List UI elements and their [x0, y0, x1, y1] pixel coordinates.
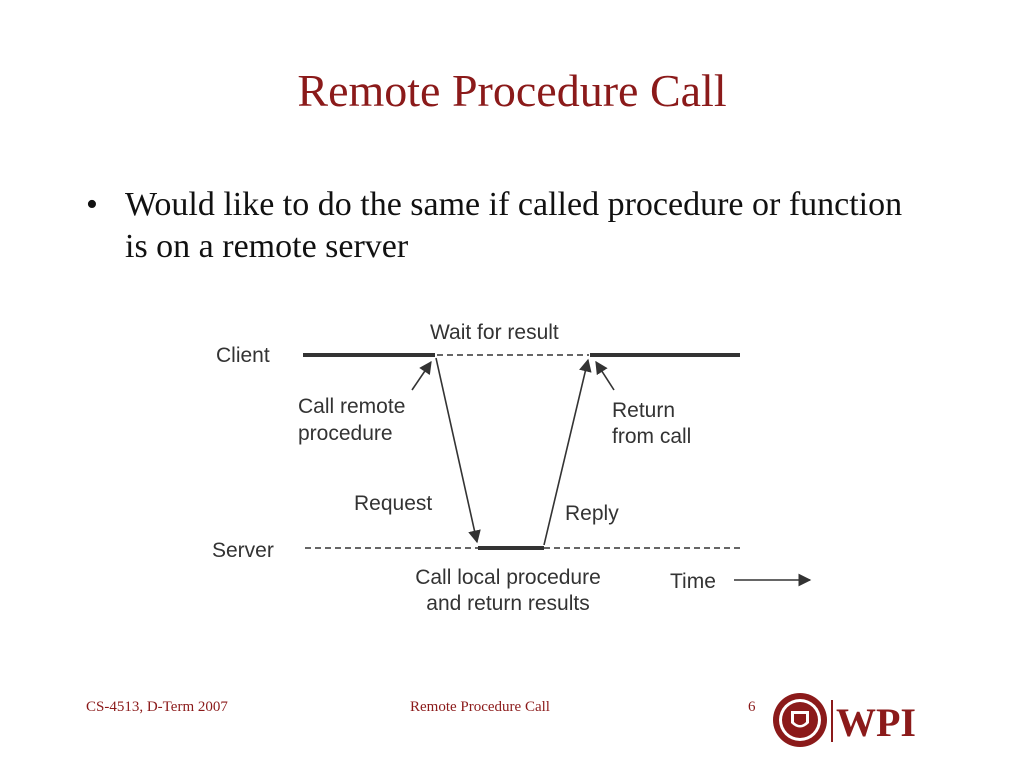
local-procedure-label-line2: and return results: [426, 592, 589, 615]
footer-page-number: 6: [748, 699, 756, 715]
wpi-wordmark: WPI: [836, 700, 916, 745]
local-procedure-label-line1: Call local procedure: [415, 566, 601, 589]
footer-course: CS-4513, D-Term 2007: [86, 699, 228, 715]
reply-label: Reply: [565, 502, 619, 525]
wpi-seal-icon: [773, 693, 827, 747]
reply-arrow: [543, 358, 592, 546]
call-remote-pointer-arrow: [411, 360, 432, 391]
footer-topic: Remote Procedure Call: [410, 699, 550, 715]
call-remote-label-line1: Call remote: [298, 395, 405, 418]
return-pointer-arrow: [595, 360, 615, 391]
time-label: Time: [670, 570, 716, 593]
wpi-logo: WPI: [773, 693, 916, 747]
client-label: Client: [216, 344, 270, 367]
bullet-text: Would like to do the same if called proc…: [125, 186, 903, 265]
call-remote-label-line2: procedure: [298, 422, 393, 445]
return-label-line1: Return: [612, 399, 675, 422]
request-label: Request: [354, 492, 432, 515]
slide-title: Remote Procedure Call: [297, 65, 727, 116]
bullet-marker: •: [86, 186, 98, 223]
return-label-line2: from call: [612, 425, 691, 448]
wait-for-result-label: Wait for result: [430, 321, 559, 344]
request-arrow: [435, 357, 481, 544]
server-label: Server: [212, 539, 274, 562]
